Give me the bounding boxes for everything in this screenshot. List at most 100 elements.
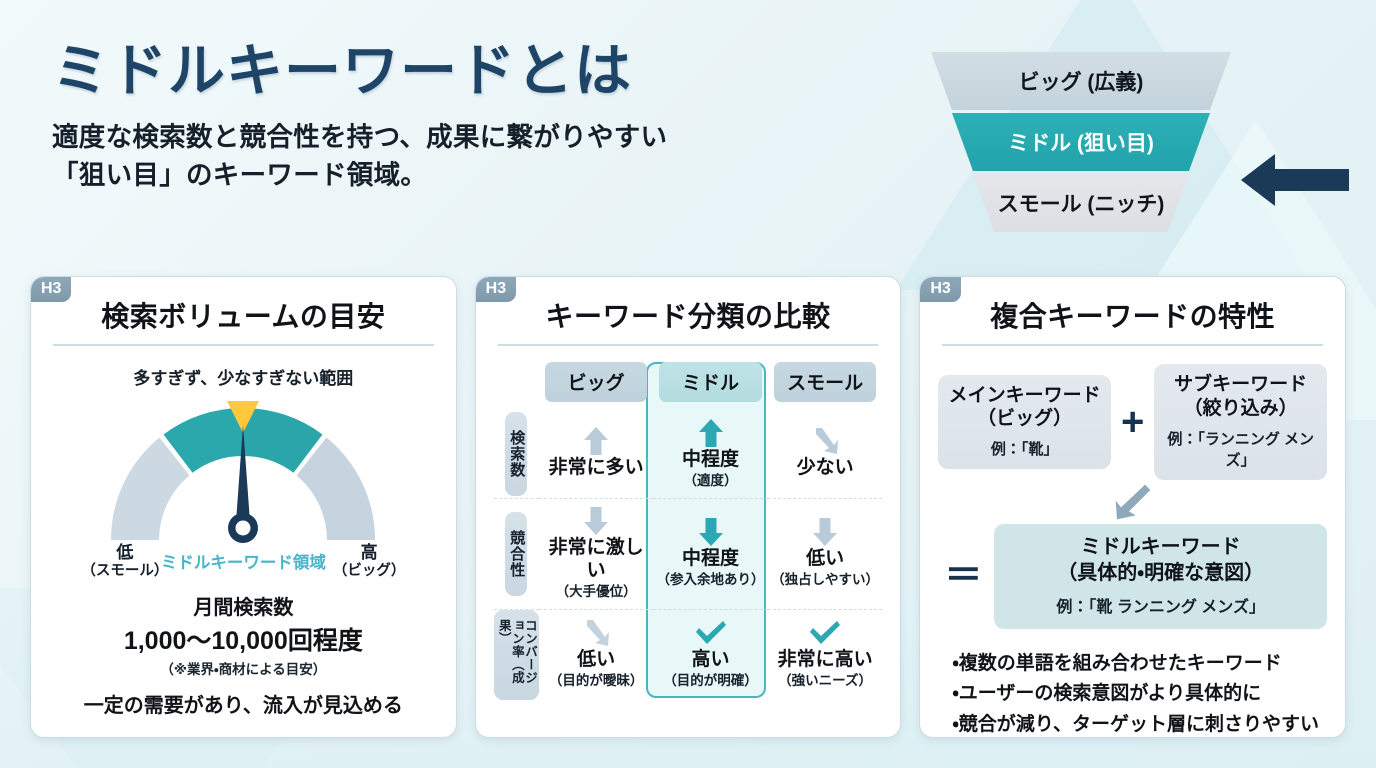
row-label-conversion-rate-text: コンバージョン率（成果） — [493, 609, 540, 700]
cell-competition-big-main: 非常に激しい — [548, 536, 644, 581]
left-arrow-icon — [1241, 154, 1349, 206]
equals-sign: ＝ — [944, 555, 983, 597]
card-divider — [53, 344, 434, 346]
gauge-scale-high: 高 （ビッグ） — [333, 543, 406, 579]
row-label-search-count: 検索数 — [493, 411, 540, 499]
monthly-volume-note: （※業界・商材による目安） — [160, 662, 327, 677]
cell-conversion-big: 低い （目的が曖昧） — [539, 609, 653, 700]
table-row: 検索数 非常に多い 中 — [493, 411, 883, 499]
cell-competition-small-sub: （独占しやすい） — [771, 572, 880, 588]
funnel-segment-small: スモール (ニッチ) — [973, 174, 1189, 232]
arrow-up-icon — [541, 426, 651, 456]
composite-result-row: ＝ ミドルキーワード（具体的・明確な意図） 例：「靴 ランニング メンズ」 — [938, 523, 1328, 629]
gauge-scale-low: 低 （スモール） — [81, 543, 168, 579]
funnel-segment-middle-label: ミドル (狙い目) — [1008, 132, 1154, 155]
card-badge: H3 — [920, 277, 961, 302]
row-label-competition-text: 競合性 — [505, 511, 528, 596]
card-badge: H3 — [31, 277, 72, 302]
comparison-table: ビッグ ミドル スモール 検索数 — [493, 362, 883, 700]
column-header-middle: ミドル — [653, 362, 768, 411]
gauge-needle — [236, 425, 251, 522]
header-spacer — [494, 362, 539, 411]
cell-conversion-middle-sub: （目的が明確） — [663, 673, 758, 689]
gauge-scale-high-main: 高 — [360, 543, 378, 562]
comparison-table-wrap: ビッグ ミドル スモール 検索数 — [493, 362, 883, 700]
cell-competition-small: 低い （独占しやすい） — [767, 498, 883, 610]
arrow-down-icon — [770, 517, 881, 547]
gauge-hub-center — [235, 520, 251, 536]
plus-sign: + — [1121, 399, 1145, 444]
cell-search-middle: 中程度 （適度） — [653, 411, 768, 499]
card-search-volume: H3 検索ボリュームの目安 多すぎず、少なすぎない範囲 — [30, 276, 457, 738]
gauge-scale-low-sub: （スモール） — [81, 562, 169, 579]
cell-competition-middle: 中程度 （参入余地あり） — [653, 498, 768, 610]
sub-keyword-title: サブキーワード（絞り込み） — [1174, 374, 1308, 419]
list-item: ・ユーザーの検索意図がより具体的に — [952, 683, 1262, 705]
composite-bullet-list: ・複数の単語を組み合わせたキーワード ・ユーザーの検索意図がより具体的に ・競合… — [938, 649, 1327, 738]
main-keyword-example: 例：「靴」 — [990, 441, 1059, 458]
card-row: H3 検索ボリュームの目安 多すぎず、少なすぎない範囲 — [30, 276, 1347, 738]
card-divider — [942, 344, 1324, 346]
gauge-scale: 低 （スモール） ミドルキーワード領域 高 （ビッグ） — [73, 543, 413, 589]
cell-search-small: 少ない — [767, 411, 883, 499]
row-label-search-count-text: 検索数 — [505, 412, 528, 497]
cell-search-middle-main: 中程度 — [682, 449, 740, 470]
cell-search-big: 非常に多い — [539, 411, 654, 499]
card-title: 検索ボリュームの目安 — [101, 301, 386, 332]
card-composite-keyword: H3 複合キーワードの特性 メインキーワード（ビッグ） 例：「靴」 + サブキー… — [919, 276, 1347, 738]
gauge-scale-low-main: 低 — [116, 543, 134, 562]
card-title: 複合キーワードの特性 — [990, 301, 1276, 332]
column-header-small-label: スモール — [773, 362, 877, 402]
card-title: キーワード分類の比較 — [545, 301, 831, 332]
cell-conversion-middle-main: 高い — [691, 649, 730, 671]
cell-competition-middle-sub: （参入余地あり） — [656, 572, 765, 588]
monthly-volume-label: 月間検索数 — [193, 597, 294, 619]
monthly-volume-block: 月間検索数 1,000〜10,000回程度 （※業界・商材による目安） 一定の需… — [49, 591, 438, 718]
cell-conversion-small: 非常に高い （強いニーズ） — [768, 609, 883, 700]
cell-competition-big-sub: （大手優位） — [555, 583, 637, 599]
table-row: 競合性 非常に激しい （大手優位） — [493, 498, 883, 610]
column-header-big-label: ビッグ — [545, 362, 648, 402]
funnel-segment-middle: ミドル (狙い目) — [952, 113, 1210, 171]
column-header-big: ビッグ — [539, 362, 653, 411]
sub-keyword-example: 例：「ランニング メンズ」 — [1167, 430, 1315, 469]
arrow-down-icon — [655, 517, 766, 547]
gauge-arc-high — [296, 437, 376, 540]
cell-conversion-big-main: 低い — [577, 649, 616, 671]
funnel-segment-big: ビッグ (広義) — [931, 52, 1231, 110]
arrow-up-icon — [655, 418, 766, 448]
page-subtitle-line-1: 適度な検索数と競合性を持つ、成果に繋がりやすい — [52, 121, 668, 152]
main-keyword-title: メインキーワード（ビッグ） — [948, 384, 1101, 430]
cell-conversion-small-sub: （強いニーズ） — [778, 673, 872, 689]
page-subtitle-line-2: 「狙い目」のキーワード領域。 — [52, 160, 428, 191]
header: ミドルキーワードとは 適度な検索数と競合性を持つ、成果に繋がりやすい 「狙い目」… — [52, 39, 852, 195]
arrow-down-right-icon — [541, 618, 651, 648]
list-item: ・競合が減り、ターゲット層に刺さりやすい — [952, 714, 1320, 736]
gauge-arc-mid-left — [163, 407, 244, 473]
list-item: ・複数の単語を組み合わせたキーワード — [952, 652, 1282, 674]
funnel-segment-big-label: ビッグ (広義) — [1018, 71, 1144, 94]
page-title: ミドルキーワードとは — [52, 39, 632, 103]
card-keyword-comparison: H3 キーワード分類の比較 ビッグ ミドル スモール — [474, 276, 902, 738]
cell-competition-small-main: 低い — [806, 548, 845, 570]
cell-conversion-middle: 高い （目的が明確） — [653, 609, 768, 700]
cell-competition-middle-main: 中程度 — [682, 548, 740, 570]
composite-arrow-row — [938, 482, 1327, 522]
card-badge: H3 — [475, 277, 517, 302]
sub-keyword-box: サブキーワード（絞り込み） 例：「ランニング メンズ」 — [1154, 364, 1328, 480]
row-label-conversion-rate: コンバージョン率（成果） — [493, 609, 540, 700]
gauge-scale-high-sub: （ビッグ） — [332, 562, 406, 579]
column-header-middle-label: ミドル — [659, 362, 762, 402]
check-icon — [655, 618, 766, 648]
cell-search-middle-sub: （適度） — [683, 472, 738, 488]
row-label-competition: 競合性 — [493, 498, 540, 610]
monthly-volume-value: 1,000〜10,000回程度 — [123, 627, 363, 655]
result-keyword-example: 例：「靴 ランニング メンズ」 — [1056, 598, 1265, 616]
table-header-row: ビッグ ミドル スモール — [494, 362, 883, 411]
card-divider — [497, 344, 879, 346]
composite-formula-top: メインキーワード（ビッグ） 例：「靴」 + サブキーワード（絞り込み） 例：「ラ… — [938, 364, 1328, 480]
cell-competition-big: 非常に激しい （大手優位） — [539, 498, 654, 610]
triangle-marker-icon — [227, 401, 260, 433]
cell-search-small-main: 少ない — [796, 457, 854, 479]
cell-conversion-big-sub: （目的が曖昧） — [548, 673, 644, 689]
